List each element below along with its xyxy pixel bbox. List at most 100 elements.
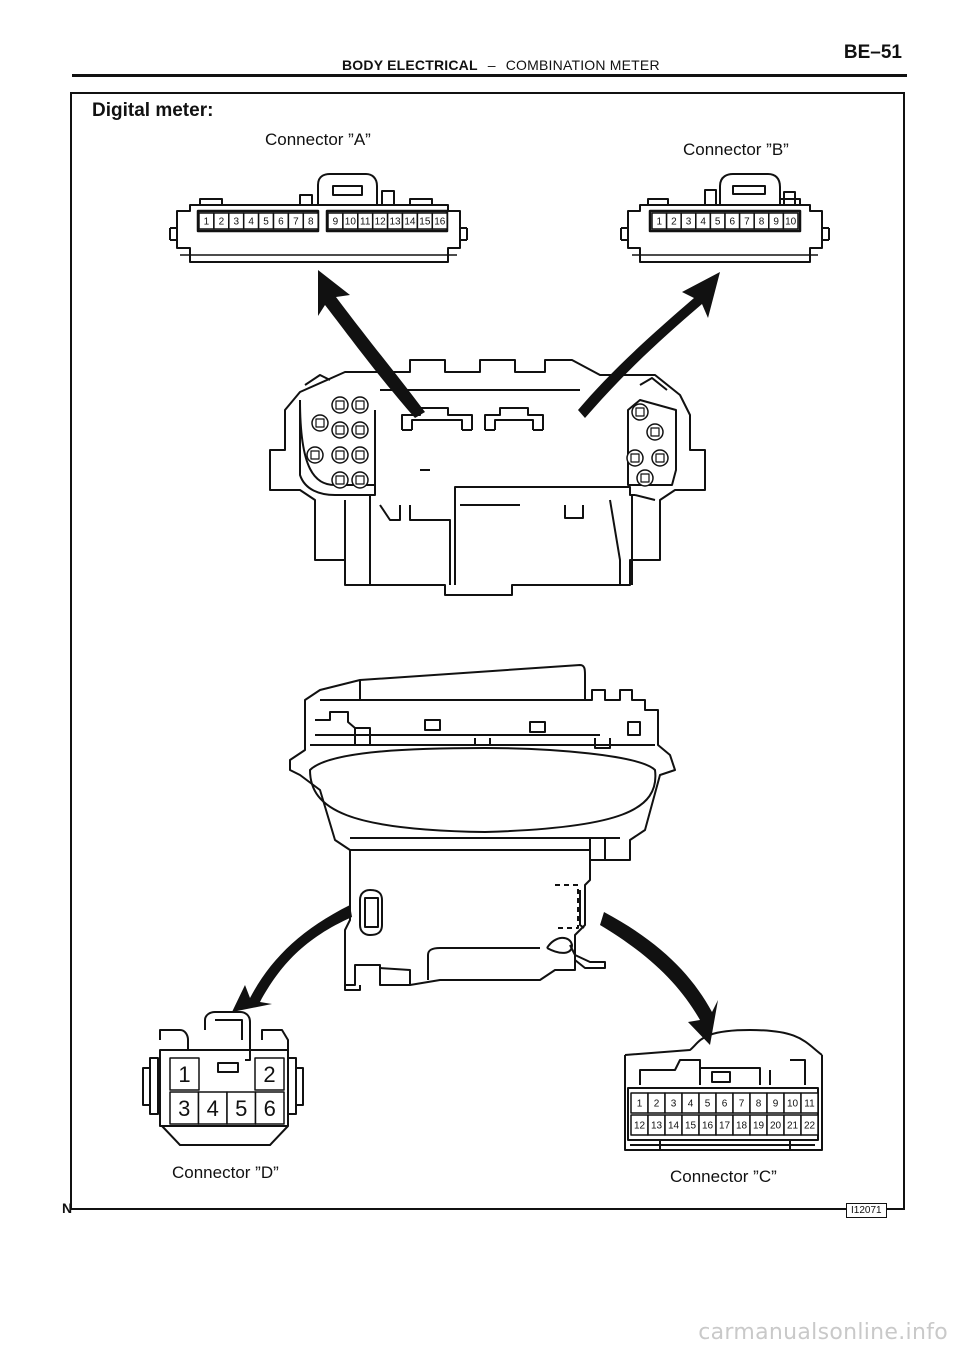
connector-b-pin-label: 7 <box>744 217 750 228</box>
connector-b-pin-label: 2 <box>671 217 677 228</box>
connector-a-pin-label: 9 <box>333 217 339 228</box>
figure-id: I12071 <box>846 1203 887 1218</box>
connector-b-pin-label: 4 <box>700 217 706 228</box>
connector-c-pin-label: 4 <box>688 1099 694 1110</box>
section-header: BODY ELECTRICAL–COMBINATION METER <box>342 57 660 73</box>
connector-c-pin-label: 17 <box>719 1121 731 1132</box>
connector-b-pin-label: 5 <box>715 217 721 228</box>
connector-b-label: Connector ”B” <box>683 140 789 159</box>
connector-c-pin-label: 19 <box>753 1121 765 1132</box>
connector-c-pin-label: 20 <box>770 1121 782 1132</box>
connector-c-pin-label: 1 <box>637 1099 643 1110</box>
meter-socket <box>306 446 324 464</box>
connector-b-pin-label: 9 <box>773 217 779 228</box>
connector-a-pin-cell <box>431 212 448 230</box>
connector-b-pin-label: 3 <box>686 217 692 228</box>
connector-c-pin-label: 8 <box>756 1099 762 1110</box>
subsection-name: COMBINATION METER <box>505 57 660 73</box>
meter-socket <box>351 421 369 439</box>
meter-socket-terminal <box>355 475 365 485</box>
connector-d-pin-label: 2 <box>263 1062 275 1087</box>
connector-c-pin-label: 14 <box>668 1121 680 1132</box>
connector-b-drawing <box>620 173 830 263</box>
connector-a-pin-label: 1 <box>204 217 210 228</box>
connector-d-pin-cell <box>254 1091 285 1125</box>
connector-a-pin-label: 11 <box>360 217 371 228</box>
connector-b-pin-label: 1 <box>657 217 663 228</box>
connector-a-pin-label: 6 <box>278 217 284 228</box>
connector-a-pin-label: 16 <box>434 217 446 228</box>
connector-a-pin-label: 15 <box>419 217 431 228</box>
connector-d-pin-label: 5 <box>235 1096 247 1121</box>
meter-socket-terminal <box>630 453 640 463</box>
connector-b-pin-label: 10 <box>785 217 797 228</box>
connector-c-pin-label: 9 <box>773 1099 779 1110</box>
header-rule <box>72 74 907 77</box>
meter-socket-terminal <box>335 425 345 435</box>
connector-a-pin-label: 3 <box>233 217 239 228</box>
connector-c-pin-label: 11 <box>804 1099 815 1110</box>
connector-a-pin-cell <box>302 212 319 230</box>
connector-b-pin-label: 8 <box>759 217 765 228</box>
meter-socket <box>311 414 329 432</box>
connector-a-pin-label: 10 <box>345 217 357 228</box>
meter-socket-terminal <box>650 427 660 437</box>
connector-c-pin-label: 6 <box>722 1099 728 1110</box>
connector-d-label: Connector ”D” <box>172 1163 279 1182</box>
connector-c-label: Connector ”C” <box>670 1167 777 1186</box>
meter-socket-terminal <box>640 473 650 483</box>
header-separator: – <box>487 57 496 73</box>
connector-c-pin-label: 12 <box>634 1121 646 1132</box>
meter-sockets-right <box>626 403 669 487</box>
connector-d-pin-label: 1 <box>178 1062 190 1087</box>
connector-c-pin-cell <box>800 1092 819 1114</box>
connector-a-pin-label: 7 <box>293 217 299 228</box>
connector-a-pin-label: 8 <box>308 217 314 228</box>
connector-a-pin-label: 5 <box>263 217 269 228</box>
meter-socket-terminal <box>355 425 365 435</box>
connector-c-drawing <box>624 1029 823 1151</box>
connector-c-pin-label: 5 <box>705 1099 711 1110</box>
connector-c-pin-label: 15 <box>685 1121 697 1132</box>
connector-c-pin-label: 2 <box>654 1099 660 1110</box>
connector-d-pin-label: 4 <box>207 1096 219 1121</box>
connector-c-pin-label: 3 <box>671 1099 677 1110</box>
meter-socket-terminal <box>310 450 320 460</box>
meter-socket <box>651 449 669 467</box>
connector-c-pin-label: 21 <box>787 1121 799 1132</box>
meter-socket-terminal <box>355 450 365 460</box>
connector-d-pin-cell <box>254 1057 285 1091</box>
meter-socket <box>631 403 649 421</box>
meter-socket <box>636 469 654 487</box>
page-number: BE–51 <box>843 42 902 63</box>
meter-socket <box>331 471 349 489</box>
connector-d-drawing <box>142 1011 304 1146</box>
connector-c-pin-label: 18 <box>736 1121 748 1132</box>
meter-socket <box>331 446 349 464</box>
meter-socket <box>331 396 349 414</box>
meter-socket-terminal <box>315 418 325 428</box>
arrow-to-connector-c <box>600 912 718 1045</box>
connector-a-pin-label: 2 <box>219 217 225 228</box>
meter-socket-terminal <box>335 400 345 410</box>
connector-a-pin-label: 4 <box>248 217 254 228</box>
meter-socket <box>351 396 369 414</box>
connector-d-pin-cell <box>169 1057 200 1091</box>
meter-socket-terminal <box>635 407 645 417</box>
meter-socket <box>351 446 369 464</box>
connector-d-pin-cell <box>197 1091 228 1125</box>
connector-d-pin-label: 6 <box>264 1096 276 1121</box>
connector-b-pin-label: 6 <box>730 217 736 228</box>
connector-d-pin-cell <box>226 1091 257 1125</box>
connector-c-pin-cell <box>800 1114 819 1136</box>
meter-socket-terminal <box>355 400 365 410</box>
meter-socket-terminal <box>335 475 345 485</box>
corner-mark: N <box>62 1200 73 1216</box>
connector-c-pin-label: 16 <box>702 1121 714 1132</box>
arrow-to-connector-d <box>232 905 352 1012</box>
connector-c-pin-label: 7 <box>739 1099 745 1110</box>
connector-a-pin-label: 14 <box>404 217 416 228</box>
